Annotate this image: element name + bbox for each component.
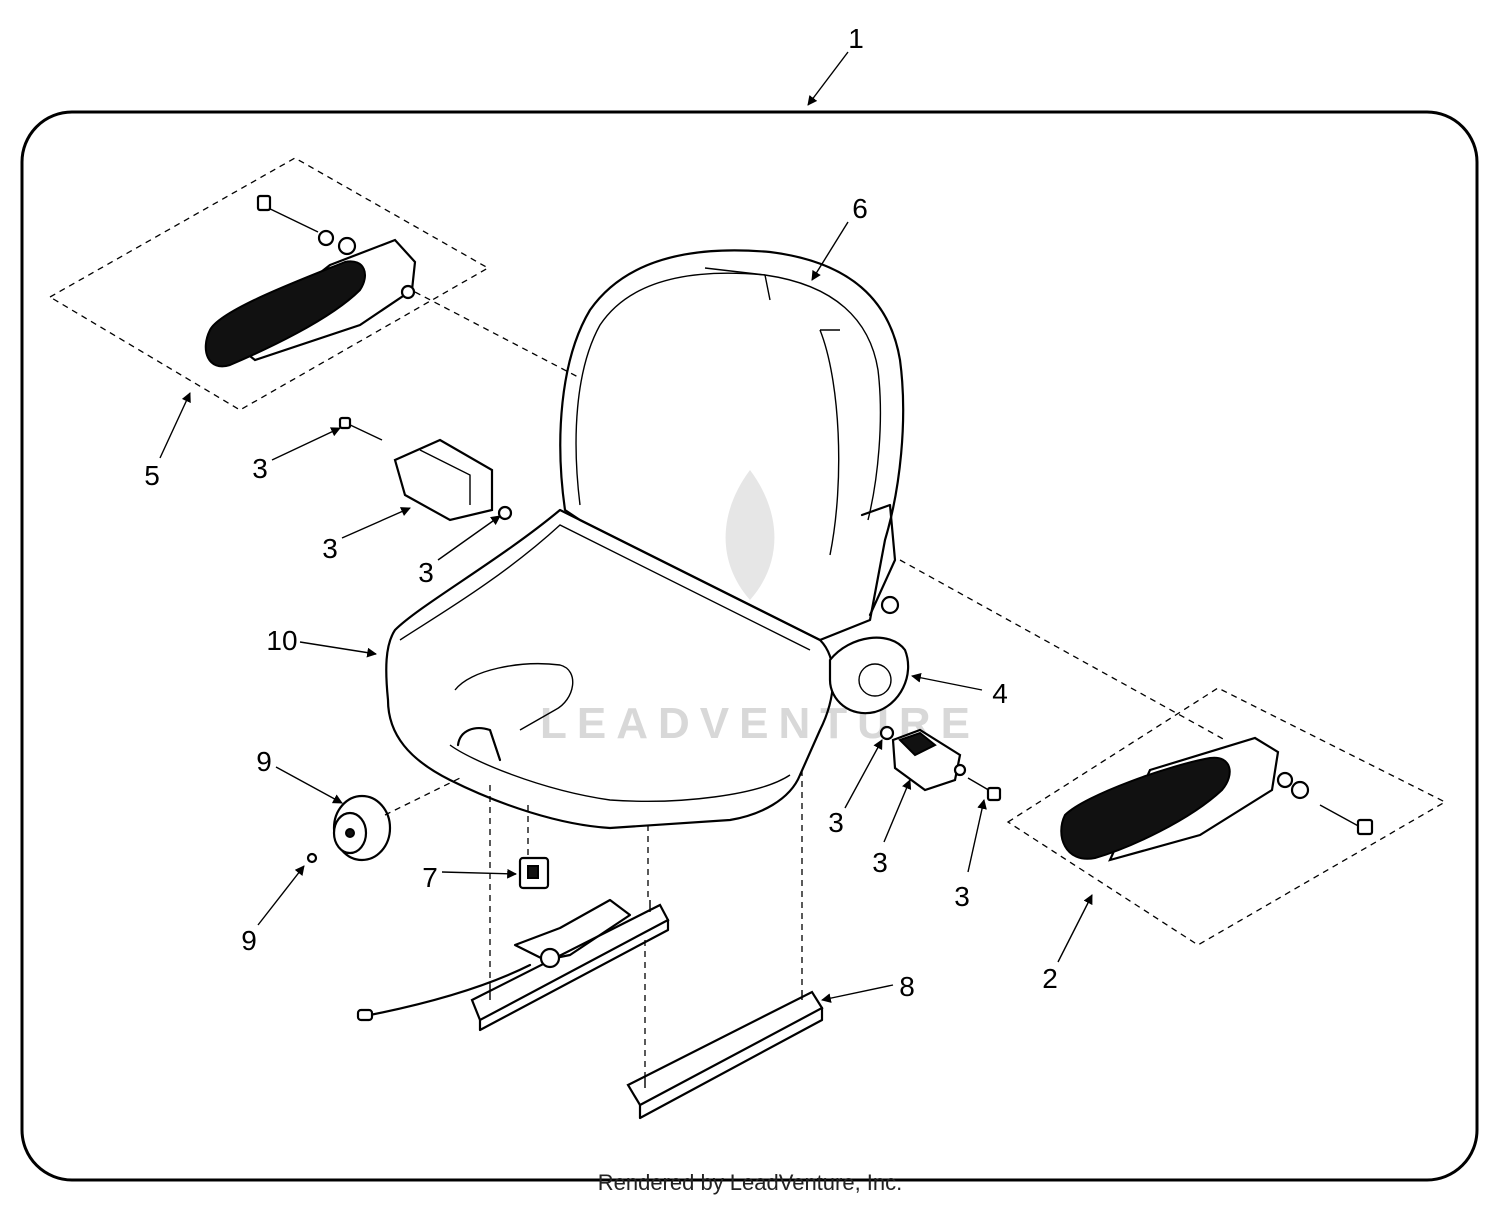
callout-3-bolt: 3	[252, 453, 268, 484]
callout-6: 6	[852, 193, 868, 224]
callout-3-washer: 3	[828, 807, 844, 838]
callout-3-switch-bracket: 3	[322, 533, 338, 564]
callout-4: 4	[992, 678, 1008, 709]
right-armrest-group	[1006, 687, 1447, 946]
rendered-by-footer: Rendered by LeadVenture, Inc.	[597, 1170, 903, 1195]
callout-9-knob: 9	[256, 746, 272, 777]
callout-7: 7	[422, 862, 438, 893]
callout-9-screw: 9	[241, 925, 257, 956]
callout-5: 5	[144, 460, 160, 491]
left-armrest-group	[48, 157, 490, 411]
callout-2: 2	[1042, 963, 1058, 994]
callout-8: 8	[899, 971, 915, 1002]
callout-arrows	[159, 51, 1093, 1003]
callout-3-buckle-bolt: 3	[954, 881, 970, 912]
right-seat-rail	[626, 990, 824, 1120]
seat-cushion	[385, 508, 910, 830]
callout-labels: 1 6 5 3 3 3 10 4 9 9 7 3 3 3 2 8	[144, 23, 1058, 1002]
left-seat-rail	[356, 898, 670, 1032]
adjustment-knob	[306, 777, 461, 864]
seat-belt-buckle	[879, 725, 1002, 802]
callout-1: 1	[848, 23, 864, 54]
callout-10: 10	[266, 625, 297, 656]
callout-3-nut: 3	[418, 557, 434, 588]
assembly-frame	[20, 110, 1479, 1182]
seat-backrest	[559, 249, 905, 642]
seat-switch	[518, 856, 550, 890]
seat-switch-bracket	[338, 416, 513, 522]
callout-3-buckle: 3	[872, 847, 888, 878]
